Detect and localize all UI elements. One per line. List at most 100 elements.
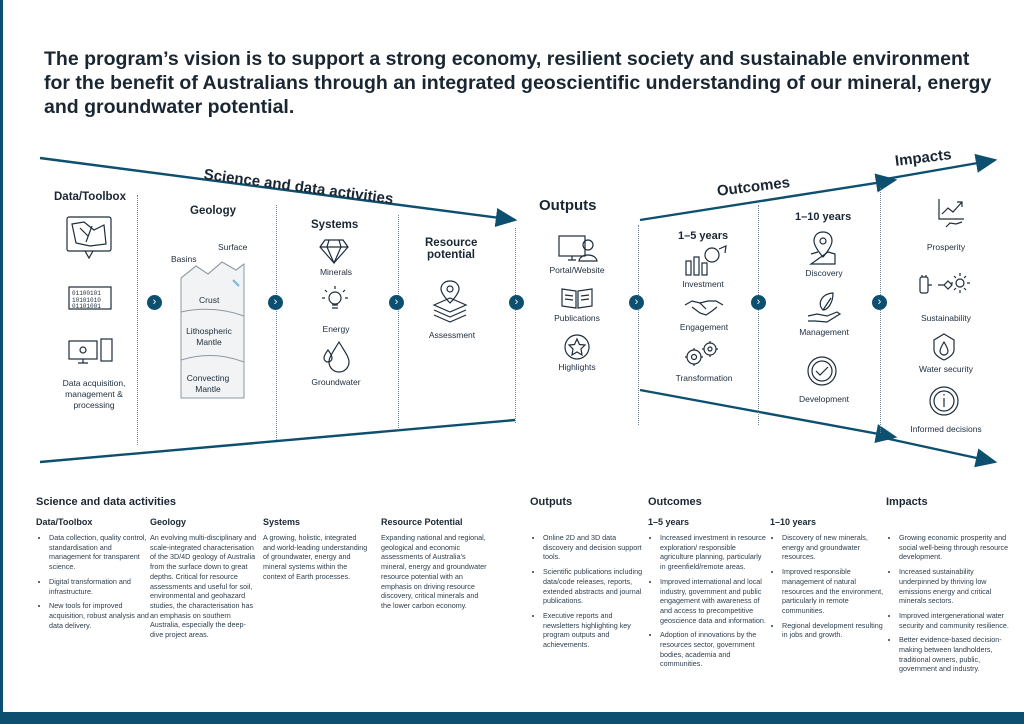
list-item: Regional development resulting in jobs a…: [782, 621, 888, 640]
development-check-icon: [807, 356, 837, 386]
details-outcomes-1-10-title: 1–10 years: [770, 517, 817, 527]
details-resource-title: Resource Potential: [381, 517, 463, 527]
minerals-label: Minerals: [319, 267, 353, 277]
chevron-right-icon: ›: [509, 295, 524, 310]
list-item: Increased sustainability underpinned by …: [899, 567, 1011, 606]
divider: [880, 188, 881, 433]
list-item: Discovery of new minerals, energy and gr…: [782, 533, 888, 562]
caption-line: processing: [73, 400, 115, 410]
details-outcomes-1-5-list: Increased investment in resource explora…: [648, 533, 768, 674]
details-impacts-title: Impacts: [886, 496, 928, 508]
informed-decisions-label: Informed decisions: [910, 424, 982, 434]
portal-website-label: Portal/Website: [549, 265, 605, 275]
water-security-label: Water security: [918, 364, 973, 374]
investment-icon: [685, 245, 727, 276]
list-item: Executive reports and newsletters highli…: [543, 611, 647, 650]
details-outputs-list: Online 2D and 3D data discovery and deci…: [531, 533, 647, 655]
list-item: Data collection, quality control, standa…: [49, 533, 149, 572]
list-item: Scientific publications including data/c…: [543, 567, 647, 606]
basins-label: Basins: [171, 254, 197, 264]
outputs-heading: Outputs: [539, 197, 597, 214]
details-outputs-title: Outputs: [530, 496, 573, 508]
divider: [137, 195, 138, 445]
development-label: Development: [798, 394, 850, 404]
divider: [638, 225, 639, 425]
details-geology-title: Geology: [150, 517, 187, 527]
details-systems-title: Systems: [263, 517, 301, 527]
title-line: Resource: [425, 237, 478, 249]
assessment-label: Assessment: [428, 330, 476, 340]
label-line: Convecting: [186, 373, 230, 383]
convecting-mantle-label: Convecting Mantle: [183, 373, 233, 395]
systems-title: Systems: [311, 219, 359, 231]
list-item: Digital transformation and infrastructur…: [49, 577, 149, 596]
informed-decisions-info-icon: [929, 386, 959, 416]
groundwater-label: Groundwater: [311, 377, 361, 387]
highlights-star-icon: [564, 334, 590, 360]
portal-website-icon: [558, 235, 598, 262]
details-data-toolbox-title: Data/Toolbox: [36, 517, 93, 527]
divider: [758, 205, 759, 425]
data-toolbox-title: Data/Toolbox: [54, 191, 126, 203]
water-security-icon: [933, 333, 955, 361]
computer-icon: [68, 338, 113, 364]
outcomes-1-5-title: 1–5 years: [678, 230, 729, 242]
prosperity-chart-icon: [938, 199, 964, 228]
discovery-label: Discovery: [805, 268, 843, 278]
resource-potential-title: Resource potential: [425, 237, 477, 261]
list-item: Growing economic prosperity and social w…: [899, 533, 1011, 562]
lithospheric-mantle-label: Lithospheric Mantle: [183, 326, 235, 348]
publications-label: Publications: [554, 313, 600, 323]
crust-label: Crust: [199, 295, 220, 305]
details-geology-text: An evolving multi-disciplinary and scale…: [150, 533, 257, 640]
chevron-right-icon: ›: [872, 295, 887, 310]
prosperity-label: Prosperity: [926, 242, 966, 252]
details-outcomes-1-5-title: 1–5 years: [648, 517, 690, 527]
publications-icon: [561, 288, 593, 309]
transformation-label: Transformation: [675, 373, 733, 383]
list-item: Improved international and local industr…: [660, 577, 768, 626]
list-item: New tools for improved acquisition, robu…: [49, 601, 149, 630]
investment-label: Investment: [682, 279, 724, 289]
list-item: Improved responsible management of natur…: [782, 567, 888, 616]
water-drops-icon: [323, 340, 350, 373]
divider: [398, 215, 399, 430]
location-layers-icon: [432, 280, 468, 323]
svg-text:10101010: 10101010: [72, 297, 101, 304]
diamond-icon: [319, 239, 349, 265]
list-item: Improved intergenerational water securit…: [899, 611, 1011, 630]
details-data-toolbox-list: Data collection, quality control, standa…: [37, 533, 149, 635]
label-line: Mantle: [196, 337, 222, 347]
energy-label: Energy: [322, 324, 350, 334]
caption-line: management &: [65, 389, 123, 399]
geology-title: Geology: [190, 205, 237, 217]
caption-line: Data acquisition,: [62, 378, 126, 388]
chevron-right-icon: ›: [268, 295, 283, 310]
highlights-label: Highlights: [558, 362, 596, 372]
chevron-right-icon: ›: [629, 295, 644, 310]
chevron-right-icon: ›: [751, 295, 766, 310]
details-systems-text: A growing, holistic, integrated and worl…: [263, 533, 368, 581]
outcomes-1-10-title: 1–10 years: [795, 211, 852, 223]
sustainability-icon: [919, 273, 970, 294]
svg-text:01100101: 01100101: [72, 290, 101, 297]
list-item: Online 2D and 3D data discovery and deci…: [543, 533, 647, 562]
details-resource-text: Expanding national and regional, geologi…: [381, 533, 487, 610]
sustainability-label: Sustainability: [920, 313, 972, 323]
handshake-icon: [684, 300, 724, 316]
map-screen-icon: [66, 216, 112, 260]
label-line: Lithospheric: [186, 326, 232, 336]
divider: [515, 228, 516, 423]
list-item: Better evidence-based decision-making be…: [899, 635, 1011, 674]
left-edge-bar: [0, 0, 3, 724]
vision-headline: The program’s vision is to support a str…: [44, 48, 992, 118]
gears-icon: [685, 341, 718, 366]
binary-data-icon: 01100101 10101010 01101001: [68, 286, 112, 310]
chevron-right-icon: ›: [389, 295, 404, 310]
management-leaf-hand-icon: [807, 292, 842, 323]
surface-label: Surface: [218, 242, 248, 252]
management-label: Management: [799, 327, 849, 337]
title-line: potential: [427, 249, 475, 261]
details-impacts-list: Growing economic prosperity and social w…: [887, 533, 1011, 679]
list-item: Increased investment in resource explora…: [660, 533, 768, 572]
